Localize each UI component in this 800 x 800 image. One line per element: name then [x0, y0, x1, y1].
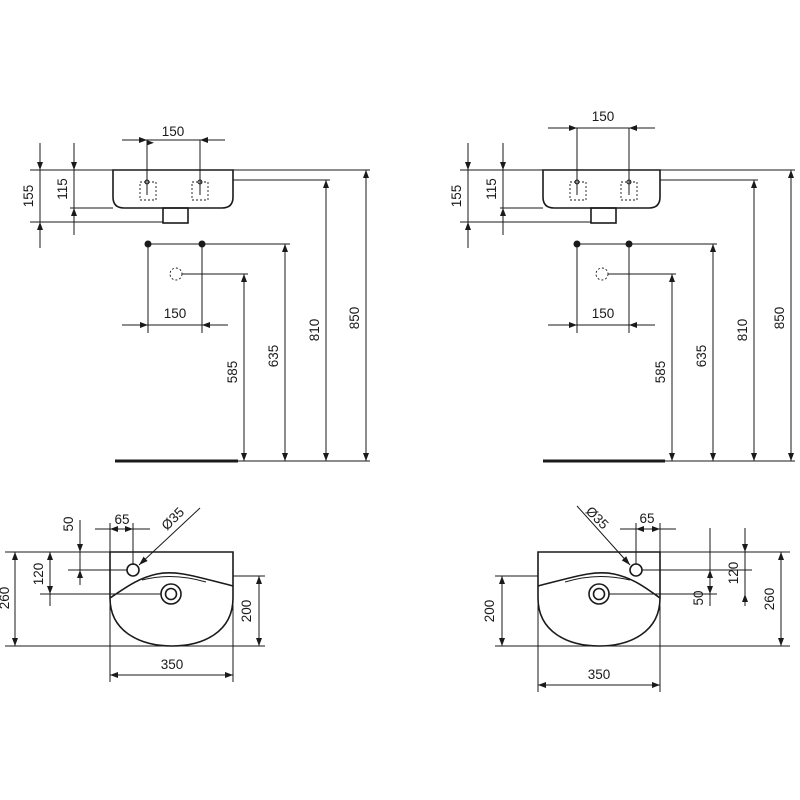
- left-plan-bowl-rim: [109, 571, 234, 599]
- left-dim-rim-height: 850: [347, 307, 362, 330]
- right-dim-waste-height: 585: [653, 361, 668, 384]
- right-dim-rim-height: 850: [772, 307, 787, 330]
- right-dim-overall-height: 155: [449, 185, 464, 208]
- right-plan-taphole: [629, 563, 643, 577]
- left-plan-waste-outer: [160, 583, 182, 605]
- right-dim-basin-underside: 810: [735, 319, 750, 342]
- right-dim-width: 350: [588, 667, 611, 682]
- right-elevation-view: 150 155 115 150 585: [449, 109, 795, 463]
- left-plan-waste-inner: [164, 587, 178, 601]
- right-dim-taphole-offset-x: 65: [639, 511, 654, 526]
- right-basin-outline: [542, 169, 661, 209]
- right-dim-waste-spacing: 150: [592, 306, 615, 321]
- right-plan-bowl-rim: [537, 571, 661, 599]
- left-dim-overall-height: 155: [21, 185, 36, 208]
- right-dim-supply-height: 635: [694, 345, 709, 368]
- right-dim-taphole-diameter: Ø35: [583, 503, 612, 532]
- right-taphole-1: [569, 181, 587, 201]
- left-waste-outlet: [169, 267, 183, 281]
- right-waste-outlet: [595, 267, 609, 281]
- right-dim-bowl-depth: 200: [482, 600, 497, 623]
- left-plan-view: Ø35 65 50 120 260 200: [0, 504, 265, 682]
- left-taphole-1: [139, 181, 157, 201]
- left-dim-depth: 260: [0, 587, 12, 610]
- left-dim-tap-spacing: 150: [162, 124, 185, 139]
- left-plan-taphole: [126, 563, 140, 577]
- left-basin-outline: [112, 169, 234, 209]
- right-basin-trap: [590, 207, 617, 224]
- left-dim-bowl-depth: 200: [239, 600, 254, 623]
- left-dim-basin-height: 115: [55, 178, 70, 200]
- left-dim-waste-spacing: 150: [164, 306, 187, 321]
- left-dim-width: 350: [161, 657, 184, 672]
- left-dim-taphole-diameter: Ø35: [158, 504, 187, 533]
- left-dim-tap-to-waste: 120: [31, 563, 46, 586]
- right-dim-tap-to-waste: 120: [726, 562, 741, 585]
- left-basin-trap: [162, 207, 189, 224]
- right-plan-waste-outer: [588, 583, 610, 605]
- left-dim-waste-height: 585: [225, 361, 240, 384]
- left-dim-taphole-offset-x: 65: [114, 512, 129, 527]
- right-dim-tap-spacing: 150: [592, 109, 615, 124]
- right-plan-view: Ø35 65 200 50 120 260: [482, 503, 790, 692]
- right-dim-taphole-offset-y: 50: [691, 590, 706, 605]
- right-dim-depth: 260: [762, 588, 777, 611]
- right-dim-basin-height: 115: [484, 178, 499, 200]
- left-elevation-view: 150 155 115 150: [21, 124, 370, 463]
- left-dim-taphole-offset-y: 50: [61, 516, 76, 531]
- left-dim-basin-underside: 810: [307, 319, 322, 342]
- left-dim-supply-height: 635: [266, 345, 281, 368]
- right-plan-waste-inner: [592, 587, 606, 601]
